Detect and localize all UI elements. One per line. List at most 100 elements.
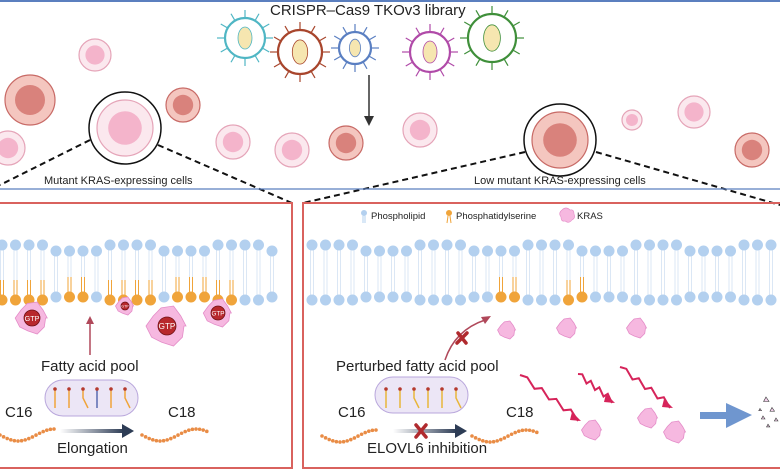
carbon-atom: [158, 439, 162, 443]
carbon-atom: [37, 431, 42, 436]
phospholipid-head: [536, 294, 547, 306]
kras-fragment: [763, 396, 770, 402]
kras-free-protein: [497, 320, 517, 340]
phospholipid-head: [428, 239, 439, 251]
kras-free-protein: [581, 419, 603, 441]
phospholipid-head: [522, 294, 534, 306]
phospholipid-head: [414, 294, 426, 306]
phospholipid-head: [306, 294, 318, 306]
wavy-arrow: [619, 366, 671, 409]
carbon-atom: [179, 431, 184, 436]
phospholipid-head: [482, 291, 493, 303]
phospholipid-head: [360, 291, 372, 303]
phospholipid-head: [563, 239, 574, 251]
kras-fragment: [766, 423, 771, 428]
wavy-arrow-head: [662, 399, 673, 408]
cell-light: [78, 38, 112, 72]
carbon-atom: [27, 436, 31, 441]
legend-phosphatidylserine: Phosphatidylserine: [456, 211, 537, 222]
phospholipid-head: [401, 245, 412, 257]
carbon-atom: [345, 439, 350, 443]
phosphatidylserine-head: [77, 291, 89, 303]
cell-dark: [531, 111, 589, 169]
phospholipid-head: [725, 291, 736, 303]
cell-light: [677, 95, 711, 129]
phospholipid-head: [37, 239, 48, 251]
fatty-acid-chains: [53, 387, 131, 409]
phospholipid-head: [630, 294, 642, 306]
phospholipid-head: [684, 245, 696, 257]
phospholipid-head: [360, 245, 372, 257]
phospholipid-head: [711, 291, 723, 303]
carbon-chains: [0, 427, 539, 444]
virus-library: [217, 6, 524, 82]
phospholipid-head: [549, 239, 561, 251]
phospholipid-head: [0, 239, 8, 251]
phospholipid-head: [657, 239, 669, 251]
phospholipid-head: [468, 245, 480, 257]
phospholipid-head: [104, 239, 116, 251]
mutant-caption: Mutant KRAS-expressing cells: [44, 175, 193, 187]
carbon-atom: [205, 429, 209, 434]
kras-free-protein: [626, 317, 648, 339]
phosphatidylserine-head: [563, 294, 574, 306]
carbon-atom: [169, 436, 173, 441]
carbon-atom: [41, 429, 45, 434]
gtp-icon: [157, 316, 177, 336]
elongation-arrow: [60, 429, 124, 433]
cell-dark: [328, 125, 364, 161]
gtp-icon: [210, 305, 226, 321]
wavy-arrow: [519, 374, 579, 422]
phospholipid-head: [158, 291, 170, 303]
phosphatidylserine-head: [64, 291, 75, 303]
phospholipid-head: [253, 239, 264, 251]
virus-icon: [217, 10, 273, 66]
carbon-atom: [363, 430, 368, 435]
phospholipid-head: [671, 294, 682, 306]
phospholipid-head: [428, 294, 439, 306]
carbon-atom: [520, 428, 525, 433]
phospholipid-head: [698, 245, 709, 257]
phospholipid-head: [509, 245, 520, 257]
phospholipid-head: [738, 239, 750, 251]
carbon-atom: [359, 432, 364, 437]
phospholipid-head: [212, 239, 224, 251]
carbon-atom: [367, 429, 371, 434]
phospholipid-head: [50, 245, 62, 257]
carbon-atom: [374, 428, 378, 432]
cell-population: [0, 38, 770, 169]
carbon-atom: [524, 428, 528, 432]
phospholipid-head: [590, 291, 601, 303]
perturbed-fatty-acid-chains: [384, 387, 462, 409]
gtp-label: GTP: [121, 304, 129, 308]
carbon-atom: [349, 437, 353, 442]
carbon-atom: [327, 437, 332, 442]
kras-free-group: [497, 317, 687, 444]
carbon-atom: [352, 436, 357, 440]
phospholipid-head: [738, 294, 750, 306]
elovl6-arrow: [393, 429, 457, 433]
phospholipid-head: [374, 245, 385, 257]
carbon-atom: [513, 430, 517, 435]
phospholipid-head: [145, 239, 156, 251]
carbon-atom: [187, 428, 191, 433]
perturbed-pool-capsule: [374, 376, 469, 414]
fatty-acid-chain: [413, 389, 420, 409]
phospholipid-head: [333, 294, 345, 306]
carbon-atom: [140, 433, 144, 437]
phospholipid-head: [185, 245, 197, 257]
carbon-atom: [488, 440, 492, 444]
carbon-atom: [45, 428, 49, 433]
phosphatidylserine-head: [509, 291, 520, 303]
phospholipid-head: [441, 239, 453, 251]
phospholipid-head: [347, 294, 358, 306]
carbon-atom: [34, 433, 38, 437]
carbon-atom: [341, 439, 346, 444]
phospholipid-head: [671, 239, 682, 251]
carbon-atom: [172, 435, 177, 439]
phospholipid-head: [644, 239, 655, 251]
phosphatidylserine-head: [104, 294, 116, 306]
carbon-atom: [161, 438, 166, 443]
carbon-atom: [183, 429, 187, 434]
carbon-atom: [517, 429, 521, 434]
